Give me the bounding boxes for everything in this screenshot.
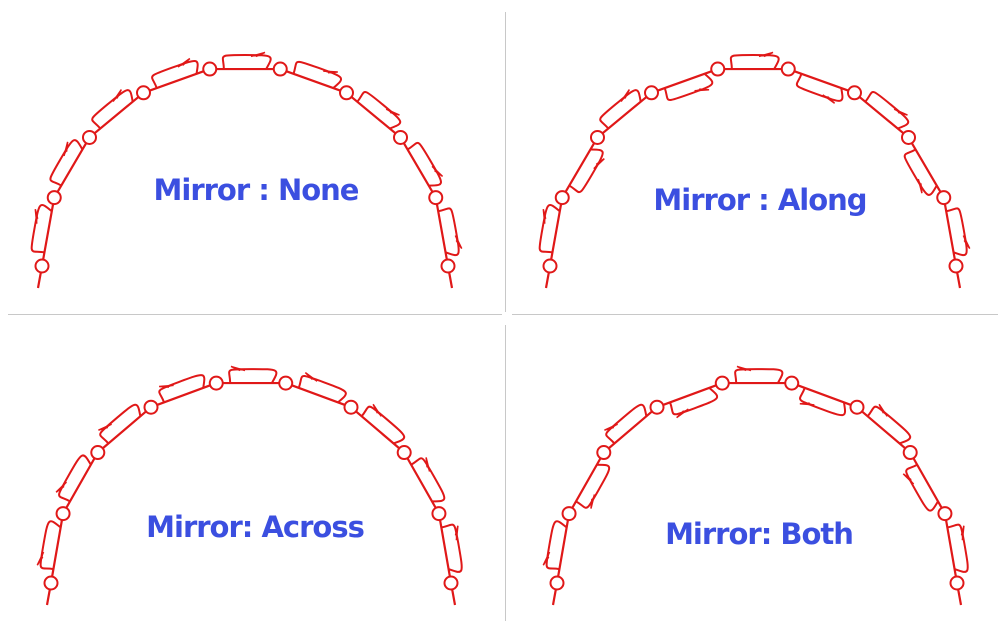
joint-circle [279, 377, 292, 390]
tab-loop [600, 90, 641, 128]
joint-circle [716, 377, 729, 390]
tab-loop [362, 407, 405, 444]
vertical-divider-bottom [505, 325, 506, 621]
joint-circle [83, 131, 96, 144]
tab-loop [797, 74, 843, 101]
joint-circle [551, 577, 564, 590]
tab-loop [868, 407, 911, 444]
joint-circle [544, 260, 557, 273]
joint-circle [429, 191, 442, 204]
barb-arrow [695, 89, 710, 91]
tab-loop [223, 55, 271, 69]
horizontal-divider-left [8, 314, 502, 315]
tab-loop [229, 369, 276, 383]
tab-loop [865, 92, 908, 128]
joint-circle [785, 377, 798, 390]
joint-circle [48, 191, 61, 204]
tab-loop [606, 405, 646, 444]
joint-circle [782, 63, 795, 76]
joint-circle [445, 577, 458, 590]
vertical-divider-top [505, 12, 506, 312]
joint-circle [45, 577, 58, 590]
joint-circle [950, 260, 963, 273]
joint-circle [432, 507, 445, 520]
joint-circle [904, 446, 917, 459]
joint-circle [938, 507, 951, 520]
joint-circle [137, 86, 150, 99]
joint-circle [145, 401, 158, 414]
joint-circle [556, 191, 569, 204]
joint-circle [951, 577, 964, 590]
tab-loop [731, 55, 779, 69]
barb-arrow [426, 457, 429, 471]
barb-arrow [800, 403, 815, 405]
joint-circle [91, 446, 104, 459]
joint-circle [851, 401, 864, 414]
tab-loop [357, 92, 400, 128]
tab-loop [159, 375, 204, 402]
arch-chain [47, 383, 455, 605]
panel-mirror-none [32, 52, 462, 288]
panel-mirror-along [540, 52, 970, 288]
joint-circle [848, 86, 861, 99]
barb-arrow [159, 385, 174, 387]
joint-circle [203, 63, 216, 76]
tab-loop [735, 369, 782, 383]
panel-mirror-across [37, 366, 461, 605]
joint-circle [57, 507, 70, 520]
tab-loop [92, 90, 133, 128]
joint-circle [442, 260, 455, 273]
joint-circle [651, 401, 664, 414]
tab-loop [670, 388, 717, 414]
tab-loop [152, 61, 198, 88]
barb-arrow [918, 179, 922, 193]
joint-circle [340, 86, 353, 99]
joint-circle [398, 446, 411, 459]
tab-loop [665, 74, 713, 100]
barb-arrow [64, 142, 68, 156]
joint-circle [902, 131, 915, 144]
label-mirror-across: Mirror: Across [146, 510, 364, 544]
barb-arrow [591, 494, 594, 508]
joint-circle [36, 260, 49, 273]
label-mirror-none: Mirror : None [154, 173, 359, 207]
panel-mirror-both [543, 366, 967, 605]
joint-circle [591, 131, 604, 144]
tab-loop [800, 388, 845, 415]
joint-circle [937, 191, 950, 204]
joint-circle [597, 446, 610, 459]
label-mirror-both: Mirror: Both [665, 517, 853, 551]
joint-circle [394, 131, 407, 144]
arch-chain [553, 383, 961, 605]
joint-circle [345, 401, 358, 414]
joint-circle [711, 63, 724, 76]
barb-arrow [323, 71, 338, 73]
tab-loop [294, 62, 342, 88]
joint-circle [645, 86, 658, 99]
joint-circle [274, 63, 287, 76]
joint-circle [210, 377, 223, 390]
horizontal-divider-right [512, 314, 998, 315]
arch-chain [546, 69, 960, 288]
tab-loop [299, 376, 346, 402]
joint-circle [563, 507, 576, 520]
tab-loop [100, 405, 140, 444]
label-mirror-along: Mirror : Along [653, 183, 866, 217]
